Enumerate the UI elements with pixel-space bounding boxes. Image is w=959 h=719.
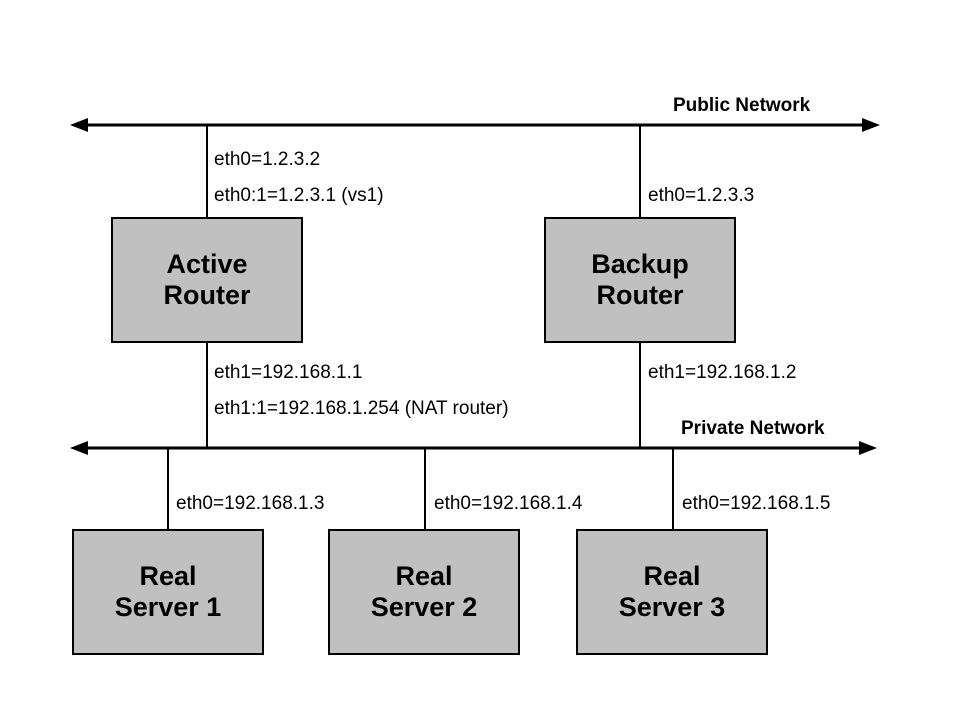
iface-label-active-router-eth1-1: eth1:1=192.168.1.254 (NAT router) [214, 398, 509, 419]
iface-label-active-router-eth0-1: eth0:1=1.2.3.1 (vs1) [214, 185, 384, 206]
public-network-left-arrowhead [70, 118, 88, 132]
private-network-bus-line [70, 441, 877, 455]
node-real-server-3[interactable]: Real Server 3 [576, 529, 768, 655]
node-active-router[interactable]: Active Router [111, 217, 303, 343]
node-real-server-3-line-1: Real [643, 560, 701, 591]
public-network-bus-line [70, 118, 880, 132]
node-real-server-1-line-2: Server 1 [114, 592, 222, 622]
node-real-server-1-line-1: Real [139, 560, 197, 591]
node-backup-router-line-2: Router [596, 280, 684, 310]
iface-label-active-router-eth0: eth0=1.2.3.2 [214, 149, 321, 170]
public-network-right-arrowhead [862, 118, 880, 132]
iface-label-real-server-2-eth0: eth0=192.168.1.4 [434, 493, 583, 514]
iface-label-real-server-1-eth0: eth0=192.168.1.3 [176, 493, 325, 514]
iface-label-active-router-eth1: eth1=192.168.1.1 [214, 362, 363, 383]
private-network-label: Private Network [681, 418, 825, 439]
public-network-label: Public Network [673, 95, 811, 116]
node-backup-router-line-1: Backup [591, 248, 689, 279]
node-real-server-1[interactable]: Real Server 1 [72, 529, 264, 655]
private-network-right-arrowhead [859, 441, 877, 455]
node-active-router-line-1: Active [166, 248, 248, 279]
node-real-server-2-line-2: Server 2 [370, 592, 478, 622]
iface-label-real-server-3-eth0: eth0=192.168.1.5 [682, 493, 831, 514]
node-real-server-2-line-1: Real [395, 560, 453, 591]
node-backup-router[interactable]: Backup Router [544, 217, 736, 343]
private-network-left-arrowhead [70, 441, 88, 455]
iface-label-backup-router-eth1: eth1=192.168.1.2 [648, 362, 797, 383]
node-active-router-line-2: Router [163, 280, 251, 310]
node-real-server-3-line-2: Server 3 [618, 592, 726, 622]
node-real-server-2[interactable]: Real Server 2 [328, 529, 520, 655]
iface-label-backup-router-eth0: eth0=1.2.3.3 [648, 185, 755, 206]
